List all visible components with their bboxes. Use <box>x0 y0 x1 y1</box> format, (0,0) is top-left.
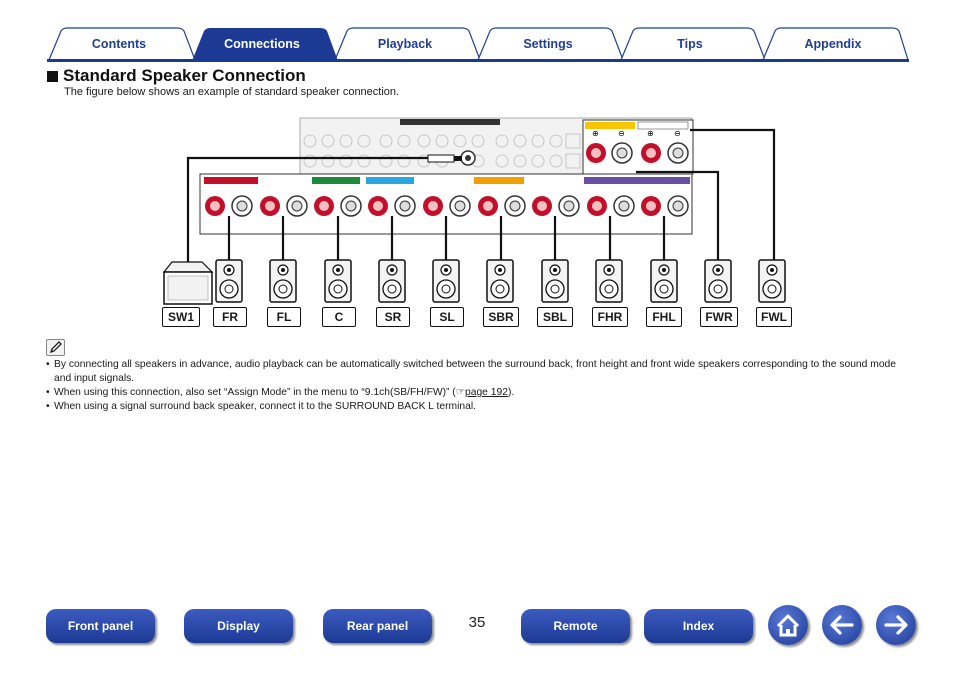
speaker-sbr <box>486 259 514 303</box>
receiver-and-speakers-drawing: ⊕ ⊖ ⊕ ⊖ <box>162 117 786 305</box>
tab-tips[interactable]: Tips <box>677 37 703 51</box>
remote-button[interactable]: Remote <box>521 609 630 643</box>
notes-list: • By connecting all speakers in advance,… <box>46 358 912 414</box>
note-text: By connecting all speakers in advance, a… <box>54 359 896 384</box>
speaker-label-fr: FR <box>213 307 247 327</box>
index-button[interactable]: Index <box>644 609 753 643</box>
tab-shapes <box>47 27 909 62</box>
speaker-label-fhr: FHR <box>592 307 628 327</box>
svg-text:⊕: ⊕ <box>647 129 654 138</box>
tab-connections[interactable]: Connections <box>224 37 300 51</box>
hand-pointer-icon: ☞ <box>455 387 465 398</box>
back-button[interactable] <box>822 605 862 645</box>
pencil-icon <box>46 339 65 356</box>
tab-settings[interactable]: Settings <box>523 37 573 51</box>
rear-panel-button[interactable]: Rear panel <box>323 609 432 643</box>
display-button[interactable]: Display <box>184 609 293 643</box>
speaker-fhl <box>650 259 678 303</box>
speaker-label-sr: SR <box>376 307 410 327</box>
section-heading: Standard Speaker Connection <box>47 65 306 87</box>
speaker-label-sw1: SW1 <box>162 307 200 327</box>
note-text-end: ). <box>507 387 515 398</box>
section-subtitle: The figure below shows an example of sta… <box>64 86 400 98</box>
tab-playback[interactable]: Playback <box>377 37 433 51</box>
note-item: • When using a signal surround back spea… <box>46 400 912 414</box>
page-number: 35 <box>468 614 486 631</box>
speaker-fr <box>215 259 243 303</box>
bullet: • <box>46 359 50 370</box>
tab-contents[interactable]: Contents <box>91 37 147 51</box>
home-button[interactable] <box>768 605 808 645</box>
note-text: When using a signal surround back speake… <box>54 401 476 412</box>
speaker-label-fhl: FHL <box>646 307 682 327</box>
speaker-connection-diagram: ⊕ ⊖ ⊕ ⊖ <box>160 116 794 332</box>
speaker-label-sl: SL <box>430 307 464 327</box>
front-panel-button[interactable]: Front panel <box>46 609 155 643</box>
speaker-sr <box>378 259 406 303</box>
heading-square-bullet <box>47 70 58 82</box>
svg-text:⊖: ⊖ <box>674 129 681 138</box>
speaker-label-fl: FL <box>267 307 301 327</box>
svg-text:⊖: ⊖ <box>618 129 625 138</box>
svg-text:⊕: ⊕ <box>592 129 599 138</box>
note-item: • By connecting all speakers in advance,… <box>46 358 912 386</box>
top-tab-bar: Contents Connections Playback Settings T… <box>47 27 909 63</box>
speaker-label-sbr: SBR <box>483 307 519 327</box>
page-link[interactable]: page 192 <box>464 387 508 398</box>
speaker-fwl <box>758 259 786 303</box>
speaker-sbl <box>541 259 569 303</box>
speaker-label-fwl: FWL <box>756 307 792 327</box>
speaker-fwr <box>704 259 732 303</box>
bullet: • <box>46 401 50 412</box>
speaker-label-sbl: SBL <box>537 307 573 327</box>
note-text: When using this connection, also set “As… <box>54 387 456 398</box>
section-title: Standard Speaker Connection <box>63 66 306 85</box>
speaker-c <box>324 259 352 303</box>
forward-button[interactable] <box>876 605 916 645</box>
back-arrow-icon <box>830 615 854 635</box>
home-icon <box>776 614 800 637</box>
forward-arrow-icon <box>884 615 908 635</box>
bullet: • <box>46 387 50 398</box>
speaker-fl <box>269 259 297 303</box>
speaker-sl <box>432 259 460 303</box>
speaker-fhr <box>595 259 623 303</box>
speaker-label-fwr: FWR <box>700 307 738 327</box>
note-item: • When using this connection, also set “… <box>46 386 912 400</box>
speaker-label-c: C <box>322 307 356 327</box>
tab-appendix[interactable]: Appendix <box>804 37 862 51</box>
